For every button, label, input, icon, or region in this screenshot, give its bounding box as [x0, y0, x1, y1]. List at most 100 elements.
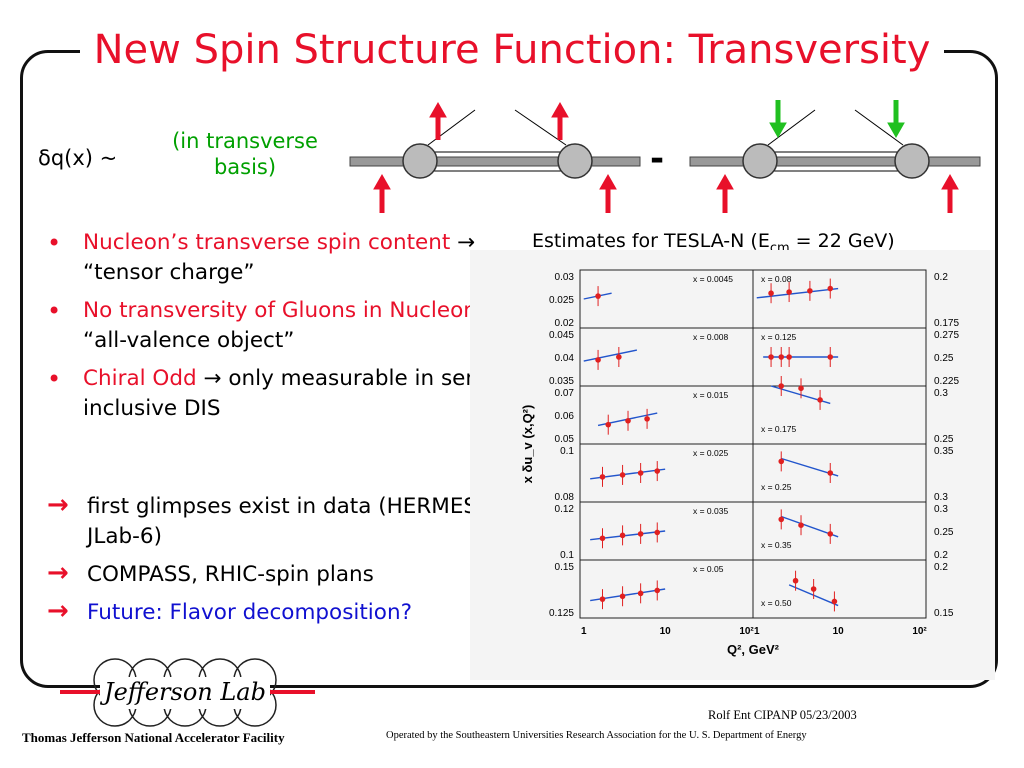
tick-label: 0.02 [555, 318, 575, 329]
data-point [827, 531, 834, 537]
tick-label: 0.3 [934, 388, 948, 399]
hadron-line-left [349, 156, 641, 167]
bullet-list: • Nucleon’s transverse spin content → “t… [45, 228, 505, 432]
tick-label: 0.04 [555, 353, 575, 364]
data-point [792, 577, 799, 584]
tick-label: 0.25 [934, 353, 954, 364]
data-point [817, 397, 823, 403]
tick-label: 0.035 [549, 376, 574, 387]
data-point [619, 532, 626, 539]
down-arrow-icon [769, 122, 787, 139]
footer-facility: Thomas Jefferson National Accelerator Fa… [22, 730, 285, 745]
estimates-title: Estimates for TESLA-N (Ecm = 22 GeV) [532, 230, 895, 256]
quark-line [767, 109, 816, 146]
x-tick-label: 1 [754, 626, 760, 637]
tick-label: 0.08 [555, 492, 575, 503]
panel-label: x = 0.175 [761, 424, 796, 434]
left-diagram [349, 101, 641, 213]
data-point [827, 285, 834, 292]
bullet-rest-text: → “tensor charge” [83, 230, 476, 285]
vertex-blob [894, 143, 930, 179]
tick-label: 0.2 [934, 550, 948, 561]
tick-label: 0.3 [934, 492, 948, 503]
data-point [644, 416, 650, 422]
panel-label: x = 0.015 [693, 390, 728, 400]
data-point [625, 418, 631, 424]
vertex-blob [402, 143, 438, 179]
data-point [654, 529, 661, 536]
arrow-item-text: Future: Flavor decomposition? [87, 600, 412, 625]
bullet-red-text: No transversity of Gluons in Nucleon [83, 298, 477, 323]
data-point [599, 596, 606, 602]
panel-label: x = 0.25 [761, 482, 792, 492]
tick-label: 0.12 [555, 504, 575, 515]
red-arrows-right [716, 173, 959, 213]
data-point [637, 470, 644, 476]
hadron-line-right [689, 156, 981, 167]
tick-label: 0.025 [549, 295, 574, 306]
right-arrow-icon: → [47, 490, 69, 520]
panel-label: x = 0.025 [693, 448, 728, 458]
data-point [778, 383, 785, 389]
tick-label: 0.225 [934, 376, 959, 387]
tick-label: 0.05 [555, 434, 575, 445]
tick-label: 0.2 [934, 272, 948, 283]
bullet-item: • Nucleon’s transverse spin content → “t… [45, 228, 505, 288]
data-point [654, 587, 661, 594]
arrow-item: → first glimpses exist in data (HERMES, … [45, 490, 515, 552]
panel-label: x = 0.125 [761, 332, 796, 342]
right-diagram [689, 100, 981, 213]
jlab-logo: Jefferson Lab [60, 658, 315, 727]
fit-line [583, 349, 638, 362]
logo-text: Jefferson Lab [99, 678, 266, 706]
data-point [786, 354, 792, 360]
red-arrows-left [373, 101, 617, 213]
tick-label: 0.125 [549, 608, 574, 619]
panel-label: x = 0.035 [693, 506, 728, 516]
tick-label: 0.275 [934, 330, 959, 341]
quark-line [854, 109, 904, 146]
bullet-red-text: Chiral Odd [83, 366, 197, 391]
tick-label: 0.3 [934, 504, 948, 515]
fit-line [756, 287, 839, 299]
bullet-item: • No transversity of Gluons in Nucleon →… [45, 296, 505, 356]
panel-label: x = 0.50 [761, 598, 792, 608]
arrow-item-text: first glimpses exist in data (HERMES, JL… [87, 494, 484, 549]
data-point [595, 293, 601, 299]
data-point [654, 468, 661, 474]
data-point [831, 598, 838, 605]
data-point [637, 531, 644, 537]
arrow-item: → COMPASS, RHIC-spin plans [45, 558, 515, 590]
footer-operator: Operated by the Southeastern Universitie… [386, 730, 807, 741]
data-point [616, 354, 622, 360]
y-axis-label: x δu_v (x,Q²) [520, 405, 535, 484]
data-point [810, 586, 817, 592]
x-tick-label: 10² [739, 626, 754, 637]
transversity-diagram: - [349, 100, 981, 213]
bullet-dot: • [47, 365, 62, 393]
bullet-rest-text: → “all-valence object” [83, 298, 502, 353]
tick-label: 0.15 [555, 562, 575, 573]
green-arrows [769, 100, 905, 139]
x-tick-label: 10 [833, 626, 845, 637]
data-point [637, 590, 644, 597]
data-point [599, 474, 606, 480]
estimates-title-suffix: = 22 GeV) [789, 230, 895, 252]
data-point [827, 354, 834, 360]
up-arrow-icon [429, 101, 447, 118]
bullet-dot: • [47, 229, 62, 257]
equation-note: (in transverse basis) [172, 129, 318, 179]
tick-label: 0.25 [934, 527, 954, 538]
up-arrow-icon [716, 173, 734, 190]
bullet-rest-text: → only measurable in semi-inclusive DIS [83, 366, 501, 421]
equation-prefix: δq(x) ~ [38, 146, 118, 170]
up-arrow-icon [373, 173, 391, 190]
arrow-list: → first glimpses exist in data (HERMES, … [45, 490, 515, 636]
data-point [768, 354, 774, 360]
right-arrow-icon: → [47, 596, 69, 626]
data-point [778, 458, 785, 465]
panel-label: x = 0.05 [693, 564, 724, 574]
tick-label: 0.2 [934, 562, 948, 573]
minus-sign: - [650, 139, 664, 179]
x-tick-label: 1 [581, 626, 587, 637]
